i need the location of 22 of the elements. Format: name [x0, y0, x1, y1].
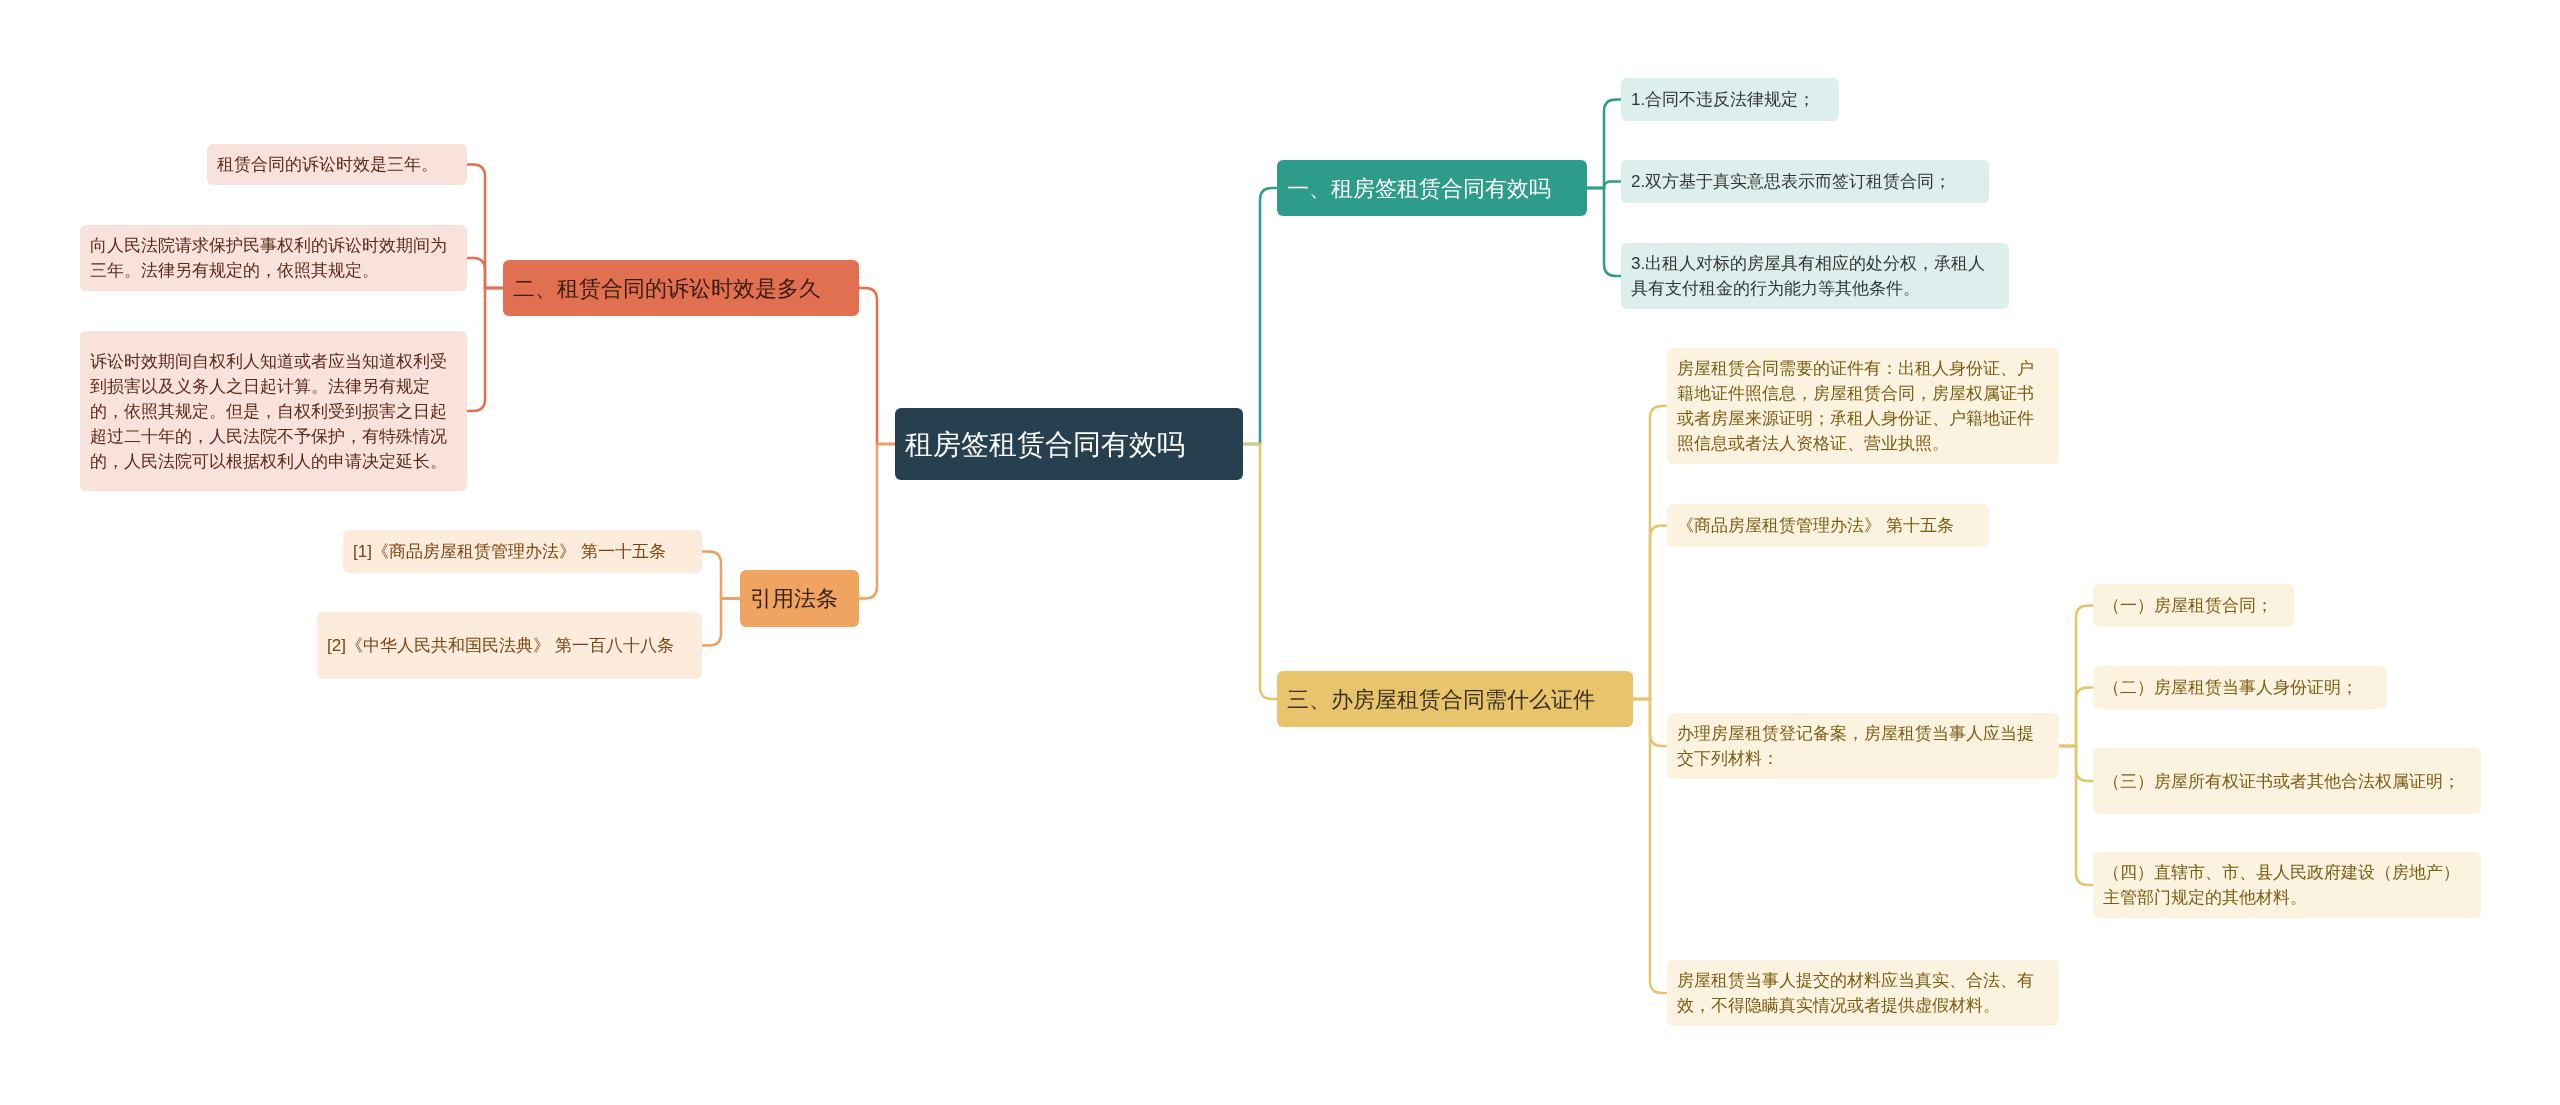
topic-box: （二）房屋租赁当事人身份证明；: [2093, 666, 2387, 709]
branch-topic: 引用法条: [740, 570, 859, 627]
topic-box: 租赁合同的诉讼时效是三年。: [207, 144, 467, 185]
central-topic: 租房签租赁合同有效吗: [895, 408, 1243, 480]
branch-topic: 二、租赁合同的诉讼时效是多久: [503, 260, 859, 316]
topic-box: 3.出租人对标的房屋具有相应的处分权，承租人具有支付租金的行为能力等其他条件。: [1621, 243, 2009, 309]
topic-box: 《商品房屋租赁管理办法》 第十五条: [1667, 504, 1989, 547]
topic-box: 2.双方基于真实意思表示而签订租赁合同；: [1621, 160, 1989, 203]
topic-box: [1]《商品房屋租赁管理办法》 第一十五条: [343, 530, 702, 573]
branch-topic: 一、租房签租赁合同有效吗: [1277, 160, 1587, 216]
connector-line: [702, 597, 740, 647]
topic-box: 房屋租赁合同需要的证件有：出租人身份证、户籍地证件照信息，房屋租赁合同，房屋权属证书或者房屋来源证明；承租人身份证、户籍地证件照信息或者法人资格证、营业执照。: [1667, 348, 2059, 464]
topic-box: （一）房屋租赁合同；: [2093, 584, 2294, 627]
topic-box: 房屋租赁当事人提交的材料应当真实、合法、有效，不得隐瞒真实情况或者提供虚假材料。: [1667, 960, 2059, 1026]
topic-box: （四）直辖市、市、县人民政府建设（房地产）主管部门规定的其他材料。: [2093, 852, 2481, 918]
topic-box: 向人民法院请求保护民事权利的诉讼时效期间为三年。法律另有规定的，依照其规定。: [80, 225, 467, 291]
topic-box: [2]《中华人民共和国民法典》 第一百八十八条: [317, 612, 702, 679]
topic-box: 1.合同不违反法律规定；: [1621, 78, 1839, 121]
branch-topic: 三、办房屋租赁合同需什么证件: [1277, 671, 1633, 727]
topic-box: （三）房屋所有权证书或者其他合法权属证明；: [2093, 748, 2481, 814]
topic-box: 办理房屋租赁登记备案，房屋租赁当事人应当提交下列材料：: [1667, 713, 2059, 779]
topic-box: 诉讼时效期间自权利人知道或者应当知道权利受到损害以及义务人之日起计算。法律另有规定的，依照其规定。但是，自权利受到损害之日起超过二十年的，人民法院不予保护，有特殊情况的，人民法院可以根据权利人的申请决定延长。: [80, 331, 467, 491]
